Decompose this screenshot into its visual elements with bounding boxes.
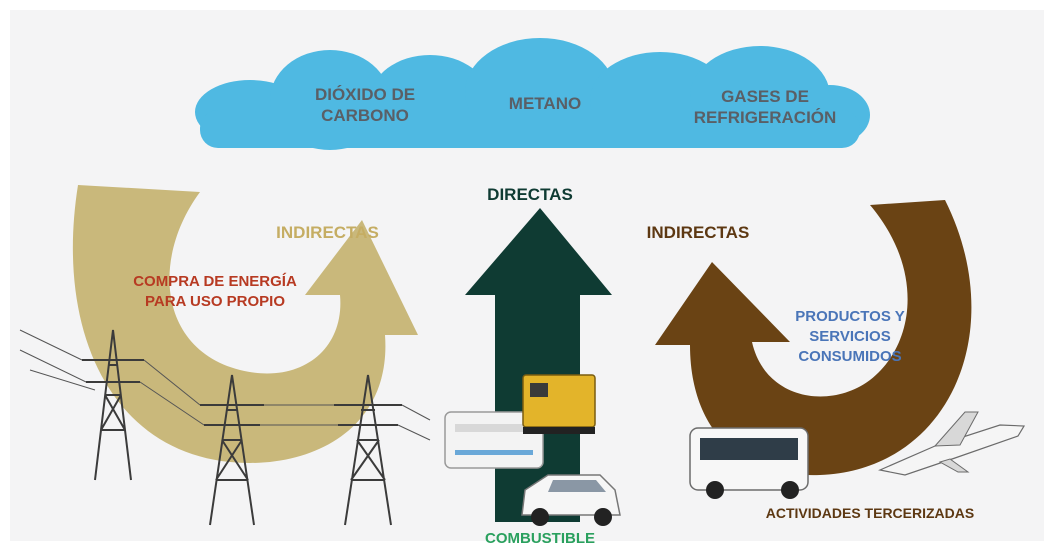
airplane-icon xyxy=(878,411,1026,476)
gas-label-refrigerant-line-1: GASES DE xyxy=(721,87,809,106)
suv-icon xyxy=(521,474,621,526)
left-energy-label-line-2: PARA USO PROPIO xyxy=(144,293,286,310)
gas-label-refrigerant-line-2: REFRIGERACIÓN xyxy=(693,108,837,127)
gas-label-co2-line-2: CARBONO xyxy=(321,106,409,125)
right-cycle-arrow xyxy=(655,200,972,476)
air-conditioner-icon xyxy=(444,411,544,469)
greenhouse-gas-cloud xyxy=(195,38,870,150)
power-tower-2 xyxy=(200,374,264,526)
right-indirectas-title: INDIRECTAS xyxy=(646,223,750,242)
left-cycle-arrow xyxy=(72,185,418,463)
left-indirectas-title: INDIRECTAS xyxy=(276,223,379,242)
generator-icon xyxy=(522,374,596,434)
right-products-label-line-2: SERVICIOS xyxy=(809,328,891,345)
bus-icon xyxy=(689,427,809,499)
directas-title: DIRECTAS xyxy=(487,185,573,204)
left-energy-label-line-1: COMPRA DE ENERGÍA xyxy=(133,273,297,290)
outsourced-activities-label: ACTIVIDADES TERCERIZADAS xyxy=(765,505,975,521)
gas-label-co2-line-1: DIÓXIDO DE xyxy=(314,85,416,104)
power-tower-icon xyxy=(19,329,431,526)
power-tower-1 xyxy=(82,329,144,481)
right-products-label-line-3: CONSUMIDOS xyxy=(798,348,902,365)
gas-label-methane: METANO xyxy=(508,94,582,113)
combustible-label: COMBUSTIBLE xyxy=(485,530,595,547)
right-products-label-line-1: PRODUCTOS Y xyxy=(795,308,905,325)
power-tower-3 xyxy=(334,374,402,526)
power-lines xyxy=(19,329,431,441)
